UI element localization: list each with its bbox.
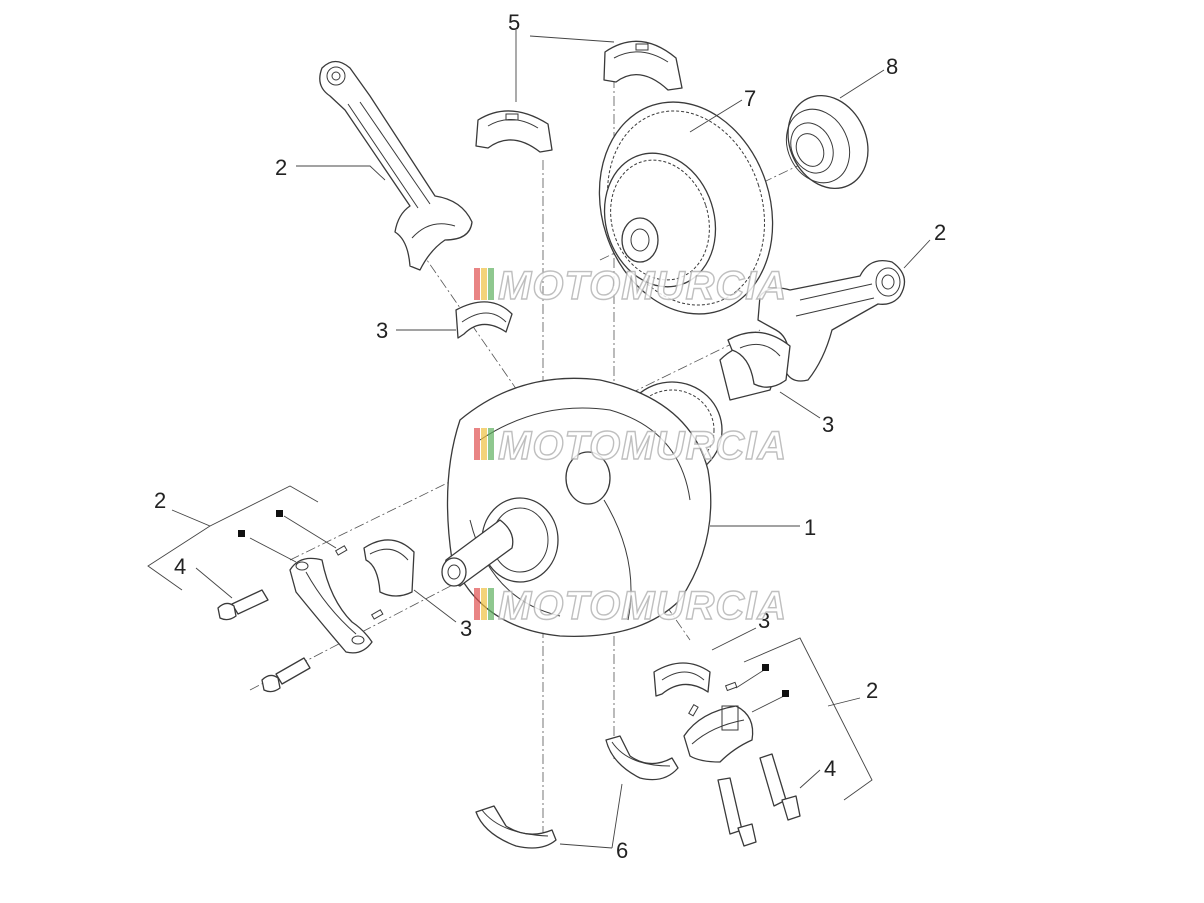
callout-2-right: 2	[934, 220, 946, 245]
cap-bolt-left-upper	[217, 589, 269, 621]
cap-bolt-bottom-right-a	[717, 777, 757, 847]
cap-bolt-left-lower	[261, 657, 311, 693]
rod-bearing-shell-right	[727, 331, 791, 388]
cap-bolt-bottom-right-b	[759, 753, 801, 821]
watermark-3: MOTOMURCIA	[474, 583, 787, 629]
gear	[598, 101, 774, 315]
watermark-1: MOTOMURCIA	[474, 263, 787, 309]
callout-3-top: 3	[376, 318, 388, 343]
watermark-2: MOTOMURCIA	[474, 423, 787, 469]
callout-2-left: 2	[154, 488, 166, 513]
crankshaft	[441, 343, 774, 638]
rod-bearing-shell-top	[455, 301, 513, 339]
rod-cap-left	[289, 557, 373, 654]
callout-3-bottom-right: 3	[758, 608, 770, 633]
connecting-rod-right	[757, 259, 906, 382]
callout-7: 7	[744, 86, 756, 111]
callout-6: 6	[616, 838, 628, 863]
callout-numbers: 1 2 2 2 2 3 3 3 3 4 4 5 6 7 8	[154, 10, 946, 863]
rod-cap-bottom-right	[683, 705, 754, 763]
callout-3-left: 3	[460, 616, 472, 641]
dowel-left-b	[370, 609, 384, 620]
main-bearing-shell-lower-left	[475, 805, 557, 849]
callout-5: 5	[508, 10, 520, 35]
connecting-rod-top-left	[319, 60, 473, 271]
callout-1: 1	[804, 515, 816, 540]
leader-lines	[147, 30, 931, 849]
callout-4-left: 4	[174, 554, 186, 579]
rod-bearing-shell-left	[363, 539, 415, 597]
watermark-text-3: MOTOMURCIA	[498, 584, 787, 628]
dowel-right-a	[724, 681, 738, 692]
dowel-left-a	[334, 545, 348, 556]
marker-squares	[238, 510, 789, 697]
main-bearing-shell-upper-left	[475, 110, 553, 153]
ball-bearing	[785, 94, 869, 190]
main-bearing-shell-lower-right	[605, 735, 679, 781]
rod-bearing-shell-bottom-right	[653, 662, 711, 697]
callout-2-bottom-right: 2	[866, 678, 878, 703]
main-bearing-shell-upper-right	[603, 40, 683, 91]
watermark-text-1: MOTOMURCIA	[498, 264, 787, 308]
callout-3-right: 3	[822, 412, 834, 437]
watermark-text-2: MOTOMURCIA	[498, 424, 787, 468]
callout-2-top-left: 2	[275, 155, 287, 180]
callout-4-right: 4	[824, 756, 836, 781]
callout-8: 8	[886, 54, 898, 79]
dowel-right-b	[688, 703, 699, 717]
